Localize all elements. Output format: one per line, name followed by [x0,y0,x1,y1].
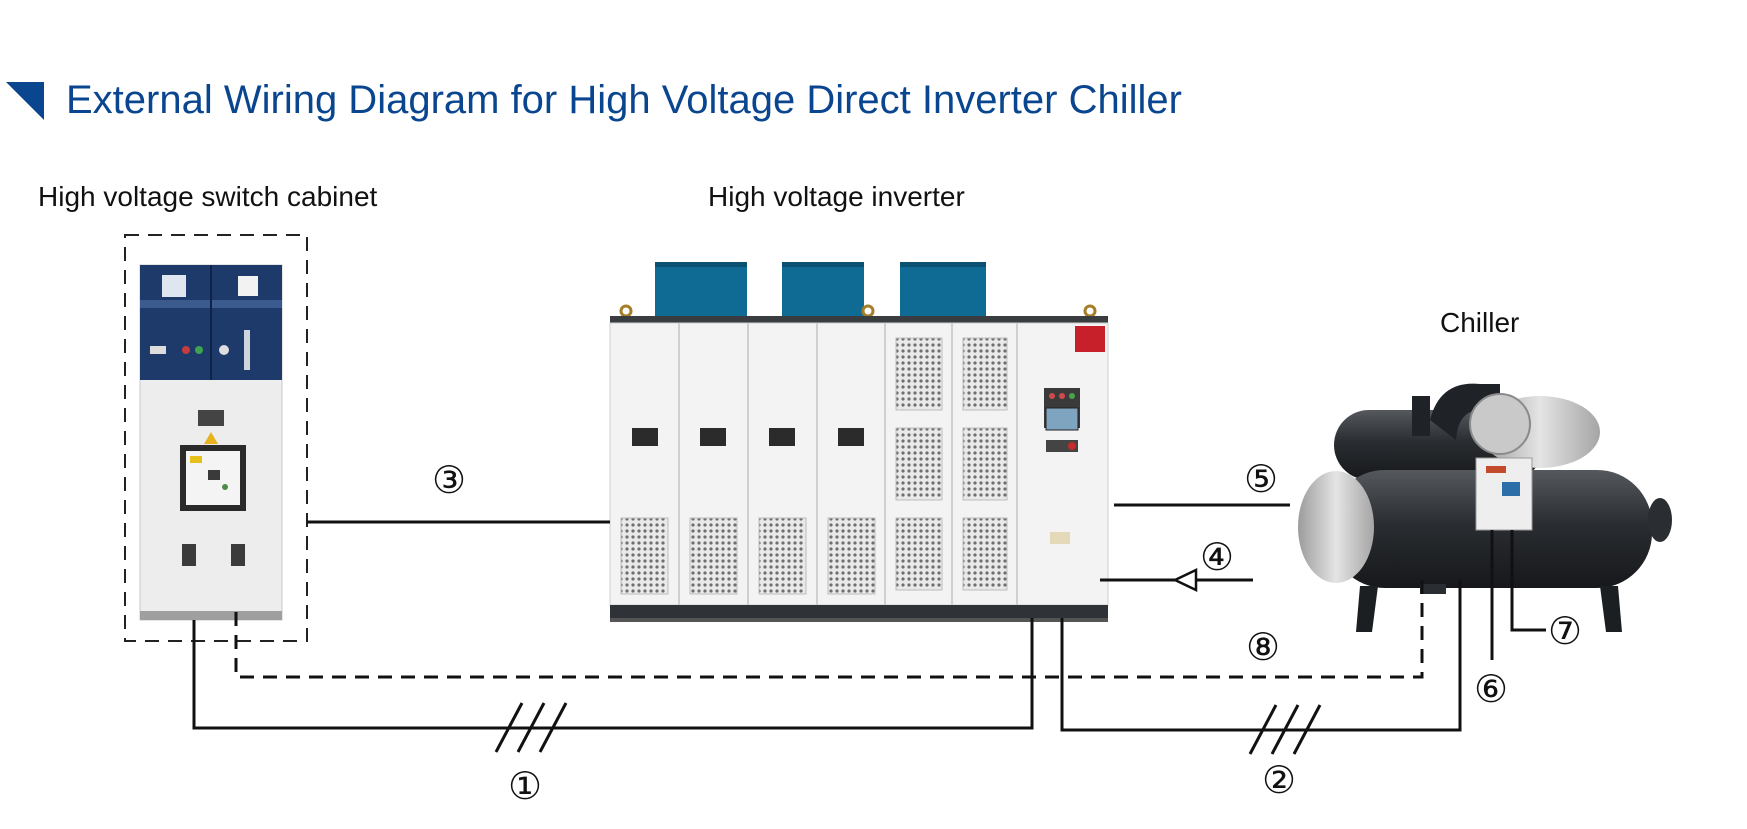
callout-7: ⑦ [1548,609,1582,653]
callout-1: ① [508,764,542,808]
wire-1 [192,618,1034,730]
wire-2 [1060,580,1462,732]
inverter-fan-2 [782,265,864,317]
callouts: ① ② ③ ④ ⑤ ⑥ ⑦ ⑧ [432,457,1582,808]
callout-5: ⑤ [1244,457,1278,501]
callout-4: ④ [1200,535,1234,579]
wiring [192,503,1546,755]
inverter-brand-badge [1075,326,1105,352]
wire-8 [234,578,1424,679]
chiller-unit [1298,383,1672,632]
diagram-title: External Wiring Diagram for High Voltage… [66,78,1182,122]
title-block: External Wiring Diagram for High Voltage… [6,78,1182,122]
title-marker-icon [6,82,44,120]
wire-7 [1510,530,1546,632]
chiller-label: Chiller [1440,307,1519,338]
callout-8: ⑧ [1246,625,1280,669]
inverter-touchscreen [1045,407,1079,431]
inverter-fan-3 [900,265,986,317]
switch-cabinet-label: High voltage switch cabinet [38,181,378,212]
callout-3: ③ [432,458,466,502]
inverter-label: High voltage inverter [708,181,965,212]
switch-cabinet [124,234,308,642]
inverter-fan-1 [655,265,747,317]
callout-2: ② [1262,758,1296,802]
callout-6: ⑥ [1474,667,1508,711]
switch-cabinet-boundary [124,234,308,642]
inverter-cabinet [609,262,1109,622]
wire-4-arrow-icon [1172,568,1198,592]
